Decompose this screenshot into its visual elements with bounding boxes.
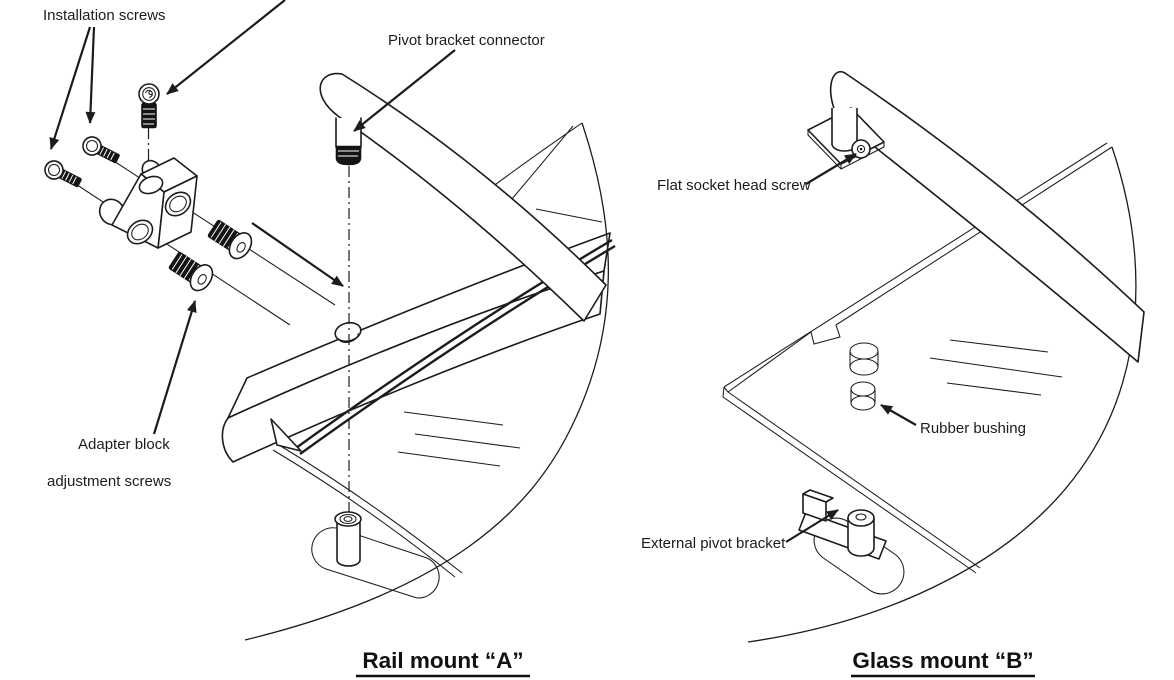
flat-socket-screw-center bbox=[859, 147, 863, 151]
glass-arc bbox=[244, 122, 610, 641]
tube-mount-plate-assembly bbox=[807, 107, 885, 170]
external-pivot-bracket-part bbox=[798, 489, 887, 560]
bushing-hole bbox=[343, 516, 353, 522]
adjustment-screw bbox=[207, 219, 253, 260]
glass-reflection-line bbox=[403, 411, 504, 426]
glass-bottom-edge bbox=[727, 391, 981, 569]
adapter-block bbox=[98, 157, 198, 249]
connector-body-fill bbox=[336, 118, 361, 147]
rubber-bushing-top bbox=[850, 381, 876, 397]
bracket-flange bbox=[802, 493, 827, 522]
label-pivot-bracket-connector: Pivot bracket connector bbox=[388, 32, 545, 49]
glass-bottom-edge-thickness bbox=[722, 396, 977, 574]
installation-screw-vertical bbox=[138, 83, 160, 129]
glass-reflection-line bbox=[397, 451, 501, 467]
pivot-bracket-connector-part bbox=[335, 117, 362, 166]
support-tube bbox=[319, 72, 607, 322]
glass-panel bbox=[722, 142, 1113, 595]
rail-mount-hole-depth bbox=[337, 332, 359, 343]
bushing-body bbox=[336, 520, 361, 567]
glass-mount-title: Glass mount “B” bbox=[852, 648, 1033, 673]
bracket-pivot-hole bbox=[855, 513, 867, 521]
glass-arc bbox=[747, 146, 1137, 643]
label-adapter-block-line1: Adapter block bbox=[78, 436, 170, 453]
glass-corner-tick bbox=[723, 386, 729, 393]
glass-bottom-edge bbox=[278, 444, 463, 574]
rail-channel-notch-edge bbox=[270, 418, 278, 446]
installation-screw bbox=[82, 136, 120, 164]
rubber-bushing-parts bbox=[849, 342, 879, 411]
glass-edge-segment bbox=[535, 208, 603, 223]
leader-arrow-rubber-bushing bbox=[880, 404, 917, 426]
leader-arrow-rail bbox=[251, 222, 344, 287]
glass-mount-diagram: Flat socket head screw Rubber bushing Ex… bbox=[641, 70, 1145, 678]
bushing-rim bbox=[339, 513, 357, 525]
leader-arrow-installation-screw bbox=[85, 26, 96, 124]
support-tube bbox=[829, 70, 1145, 363]
bushing-flange bbox=[334, 511, 362, 527]
label-installation-screws: Installation screws bbox=[43, 7, 166, 24]
rail-mount-hole bbox=[334, 321, 362, 343]
leader-arrow-pivot-bracket bbox=[785, 509, 839, 543]
mount-plate-thickness bbox=[807, 130, 885, 170]
block-threaded-hole bbox=[126, 219, 154, 245]
bracket-pivot-body bbox=[847, 518, 875, 557]
flat-socket-screw-socket bbox=[856, 144, 866, 154]
label-flat-socket-head-screw: Flat socket head screw bbox=[657, 177, 811, 194]
glass-top-edge-with-notch bbox=[727, 146, 1113, 393]
glass-reflection-line bbox=[949, 339, 1049, 353]
glass-reflection-line bbox=[929, 357, 1063, 378]
glass-reflection-line bbox=[414, 433, 521, 449]
installation-screw bbox=[44, 160, 82, 188]
glass-bottom-edge-thickness bbox=[272, 449, 456, 578]
leader-arrow-flat-screw bbox=[805, 153, 857, 185]
label-external-pivot-bracket: External pivot bracket bbox=[641, 535, 786, 552]
header-rail bbox=[221, 232, 616, 463]
pivot-bushing bbox=[334, 511, 362, 567]
leader-arrow-pivot-connector bbox=[353, 49, 456, 132]
adjustment-screw bbox=[168, 251, 214, 292]
glass-reflection-line bbox=[946, 382, 1042, 396]
glass-top-edge-thickness bbox=[723, 142, 1108, 388]
rail-mount-title: Rail mount “A” bbox=[362, 648, 523, 673]
rubber-bushing-top bbox=[849, 342, 879, 360]
label-adapter-block-line2: adjustment screws bbox=[47, 473, 171, 490]
rail-mount-diagram: Installation screws Pivot bracket connec… bbox=[43, 0, 616, 678]
glass-corner-edge bbox=[722, 386, 725, 398]
label-rubber-bushing: Rubber bushing bbox=[920, 420, 1026, 437]
bracket-pivot-top bbox=[847, 509, 875, 527]
glass-cutout-outline bbox=[311, 527, 440, 599]
block-top-hole bbox=[138, 175, 164, 195]
rubber-bushing-bottom bbox=[849, 358, 879, 376]
rubber-bushing-bottom bbox=[850, 395, 876, 411]
leader-arrow-adjustment-screws bbox=[152, 300, 197, 435]
leader-arrow-top-screw bbox=[166, 0, 286, 95]
block-threaded-hole bbox=[164, 191, 192, 217]
assembly-axis-line bbox=[61, 174, 291, 326]
leader-arrow-installation-screw bbox=[49, 26, 92, 150]
